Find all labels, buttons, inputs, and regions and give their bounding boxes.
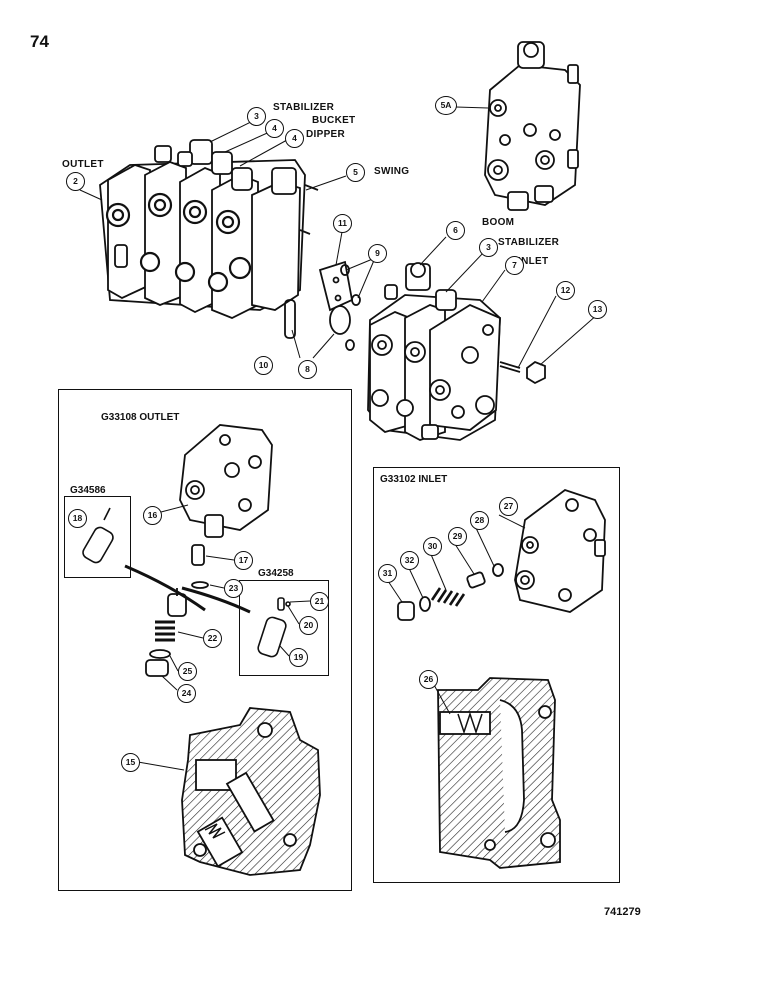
callout-17: 17	[234, 551, 253, 570]
outlet-panel-title: G33108 OUTLET	[101, 412, 180, 423]
callout-30: 30	[423, 537, 442, 556]
boom-inlet-assembly	[367, 262, 501, 441]
callout-11: 11	[333, 214, 352, 233]
callout-15: 15	[121, 753, 140, 772]
callout-10: 10	[254, 356, 273, 375]
label-inlet: INLET	[518, 256, 549, 267]
callout-28: 28	[470, 511, 489, 530]
sectioned-inlet-housing-26	[437, 677, 561, 869]
callout-8: 8	[298, 360, 317, 379]
callout-24: 24	[177, 684, 196, 703]
label-stabilizer-mid: STABILIZER	[498, 237, 560, 248]
leader-lines	[79, 106, 599, 771]
drawing-code: 741279	[604, 906, 641, 918]
label-outlet: OUTLET	[62, 159, 104, 170]
cartridge-18	[82, 507, 114, 564]
stud-and-nut	[499, 360, 546, 385]
g34258-panel-title: G34258	[258, 568, 294, 579]
callout-9: 9	[368, 244, 387, 263]
relief-valve-parts	[124, 544, 251, 677]
callout-18: 18	[68, 509, 87, 528]
callout-23: 23	[224, 579, 243, 598]
callout-5a: 5A	[435, 96, 457, 115]
callout-16: 16	[143, 506, 162, 525]
spool-caps	[154, 139, 297, 195]
callout-21: 21	[310, 592, 329, 611]
valve-ports	[105, 192, 252, 293]
g34258-panel-frame	[239, 580, 329, 676]
outlet-housing-16	[179, 424, 273, 538]
inlet-panel-title: G33102 INLET	[380, 474, 448, 485]
label-stabilizer-top: STABILIZER	[273, 102, 335, 113]
page-number: 74	[30, 32, 49, 51]
callout-29: 29	[448, 527, 467, 546]
inlet-relief-parts	[397, 563, 504, 621]
callout-4: 4	[265, 119, 284, 138]
callout-3: 3	[479, 238, 498, 257]
callout-2: 2	[66, 172, 85, 191]
callout-31: 31	[378, 564, 397, 583]
inlet-panel-frame	[373, 467, 620, 883]
label-swing: SWING	[374, 166, 410, 177]
callout-13: 13	[588, 300, 607, 319]
label-boom: BOOM	[482, 217, 515, 228]
callout-3: 3	[247, 107, 266, 126]
callout-32: 32	[400, 551, 419, 570]
gasket-and-seals	[284, 260, 361, 351]
label-dipper: DIPPER	[306, 129, 346, 140]
callout-6: 6	[446, 221, 465, 240]
section-5a-housing	[484, 41, 581, 211]
callout-25: 25	[178, 662, 197, 681]
sectioned-housing-15	[181, 707, 321, 876]
callout-26: 26	[419, 670, 438, 689]
callout-20: 20	[299, 616, 318, 635]
outlet-panel-frame	[58, 389, 352, 891]
callout-12: 12	[556, 281, 575, 300]
callout-22: 22	[203, 629, 222, 648]
callout-4: 4	[285, 129, 304, 148]
g34586-panel-title: G34586	[70, 485, 106, 496]
callout-27: 27	[499, 497, 518, 516]
g34586-panel-frame	[64, 496, 131, 578]
inlet-housing-27	[514, 488, 606, 613]
label-bucket: BUCKET	[312, 115, 356, 126]
control-valve-stack	[99, 139, 319, 319]
callout-7: 7	[505, 256, 524, 275]
cartridge-19	[257, 597, 291, 658]
callout-5: 5	[346, 163, 365, 182]
callout-19: 19	[289, 648, 308, 667]
